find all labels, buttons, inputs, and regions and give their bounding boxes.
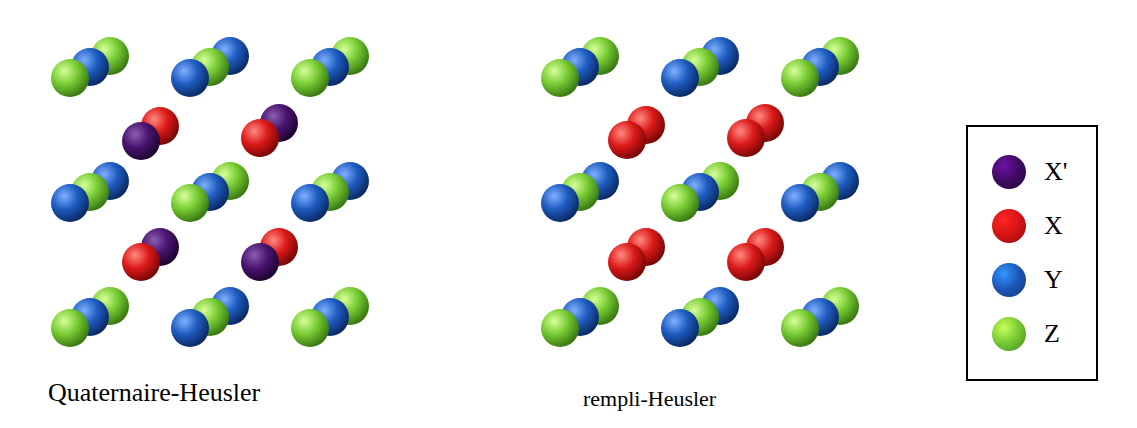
atom-sphere [171, 59, 209, 97]
atom-sphere [51, 184, 89, 222]
legend-label: Z [1044, 319, 1060, 349]
atom-sphere [241, 119, 279, 157]
atom-sphere [241, 243, 279, 281]
legend-swatch [992, 317, 1026, 351]
atom-sphere [661, 309, 699, 347]
atom-sphere [122, 243, 160, 281]
legend-swatch [992, 263, 1026, 297]
legend-swatch [992, 155, 1026, 189]
atom-sphere [51, 309, 89, 347]
atom-sphere [51, 59, 89, 97]
legend-entry: X' [968, 145, 1096, 199]
legend-swatch [992, 209, 1026, 243]
atom-sphere [291, 59, 329, 97]
atom-sphere [781, 184, 819, 222]
legend-box: X' XYZ [966, 125, 1098, 381]
atom-sphere [661, 59, 699, 97]
atom-sphere [291, 309, 329, 347]
legend-label: X [1044, 211, 1063, 241]
atom-sphere [171, 309, 209, 347]
atom-sphere [122, 122, 160, 160]
structure-caption: rempli-Heusler [583, 386, 716, 412]
atom-sphere [661, 184, 699, 222]
atom-sphere [171, 184, 209, 222]
atom-sphere [781, 309, 819, 347]
legend-entry: Y [968, 253, 1096, 307]
structure-caption: Quaternaire-Heusler [48, 378, 260, 408]
atom-sphere [608, 121, 646, 159]
atom-sphere [781, 59, 819, 97]
atom-sphere [291, 184, 329, 222]
atom-sphere [727, 119, 765, 157]
legend-label: Y [1044, 265, 1063, 295]
legend-entry: Z [968, 307, 1096, 361]
atom-sphere [541, 184, 579, 222]
atom-sphere [541, 59, 579, 97]
atom-sphere [541, 309, 579, 347]
legend-spacer [968, 127, 1096, 145]
legend-entry: X [968, 199, 1096, 253]
atom-sphere [727, 243, 765, 281]
legend-label: X' [1044, 157, 1067, 187]
atom-sphere [608, 243, 646, 281]
